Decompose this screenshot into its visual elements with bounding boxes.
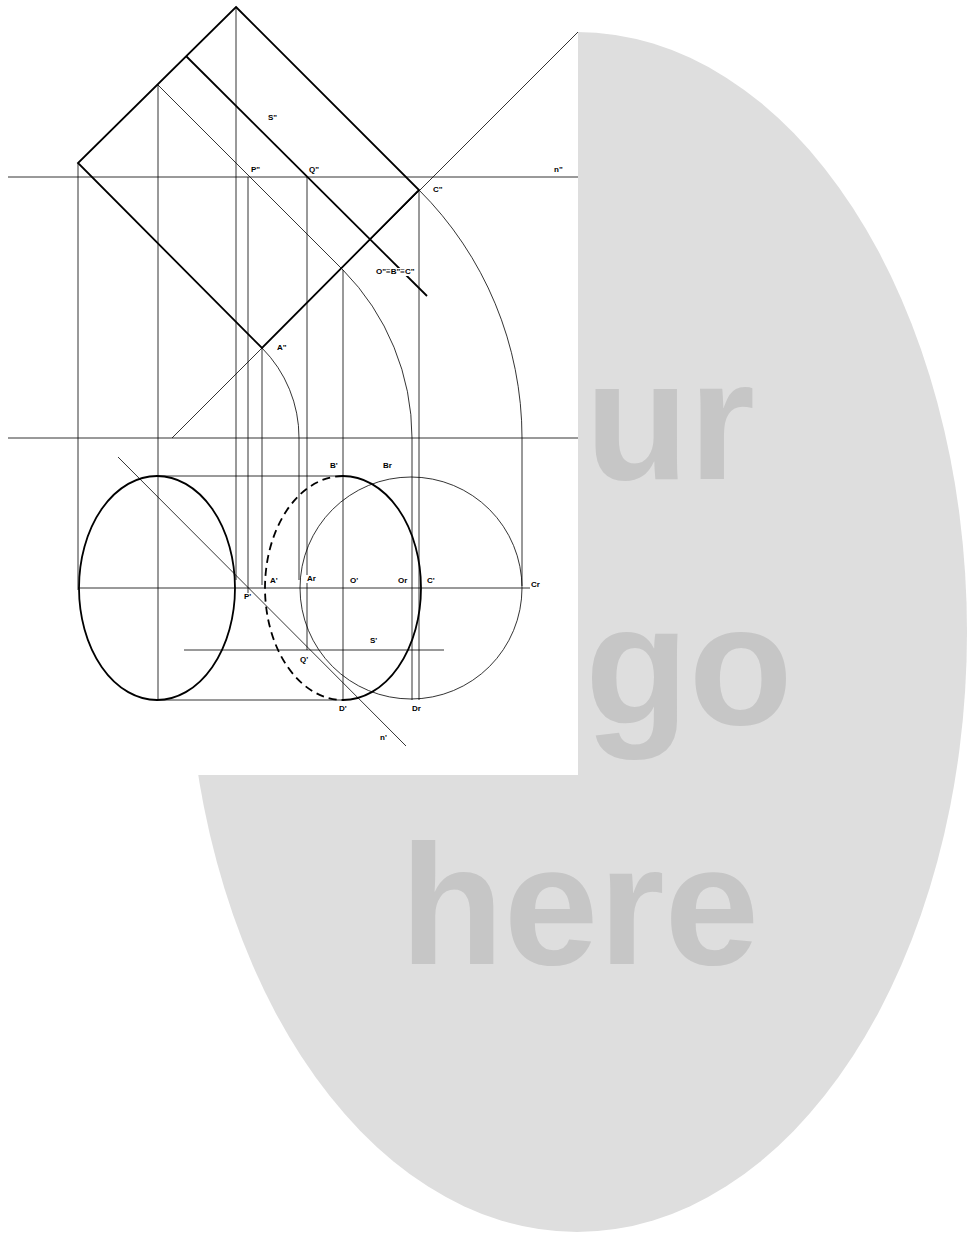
watermark-text: here <box>400 820 759 990</box>
point-label: C" <box>432 186 444 194</box>
point-label: B' <box>329 462 339 470</box>
point-label: Q" <box>308 166 320 174</box>
point-label: A" <box>276 344 288 352</box>
point-label: A' <box>269 577 279 585</box>
point-label: Ar <box>306 575 317 583</box>
point-label: n" <box>553 166 564 174</box>
point-label: O' <box>349 577 359 585</box>
watermark-text: ur <box>585 335 755 505</box>
point-label: P' <box>243 593 252 601</box>
point-label: C' <box>426 577 436 585</box>
watermark-text: go <box>585 580 793 750</box>
point-label: Br <box>382 462 393 470</box>
point-label: Cr <box>530 581 541 589</box>
point-label: Q' <box>299 656 309 664</box>
point-label: S" <box>267 114 278 122</box>
point-label: Dr <box>411 705 422 713</box>
point-label: Or <box>397 577 408 585</box>
point-label: S' <box>369 637 378 645</box>
point-label: n' <box>379 734 388 742</box>
point-label: O"≡B"≡C" <box>375 268 416 276</box>
point-label: D' <box>338 705 348 713</box>
point-label: P" <box>250 166 261 174</box>
